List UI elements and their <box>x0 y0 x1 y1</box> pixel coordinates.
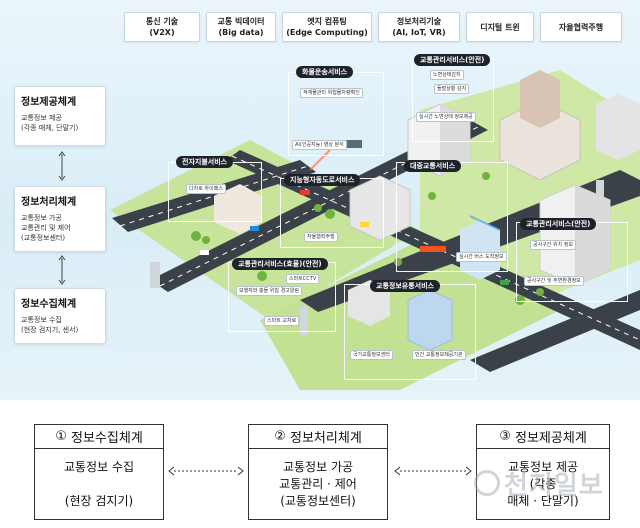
process-line: 교통정보 제공 <box>507 459 579 474</box>
vehicles <box>200 140 509 285</box>
signal-beam <box>309 149 331 171</box>
process-header: ② 정보처리체계 <box>249 425 387 449</box>
tech-edge-computing: 엣지 컴퓨팅 (Edge Computing) <box>282 12 372 42</box>
tag-construction: 공사구간 위치 정보 <box>530 240 576 250</box>
smart-traffic-illustration: 통신 기술 (V2X) 교통 빅데이터 (Big data) 엣지 컴퓨팅 (E… <box>0 0 640 400</box>
tag-smart-intersection: 스마트 교차로 <box>264 316 300 326</box>
tech-v2x: 통신 기술 (V2X) <box>124 12 200 42</box>
tag-cargo: 적재물관리 위험물차량확인 <box>300 88 363 98</box>
tag-construction-env: 공사구간 및 주변환경정보 <box>524 276 584 286</box>
tech-sub: (AI, IoT, VR) <box>392 28 446 37</box>
process-box-provide: ③ 정보제공체계 교통정보 제공 (각종 매체 · 단말기) <box>476 424 610 520</box>
tag-road-surface: 노면상태감지 <box>430 70 464 80</box>
tech-name: 정보처리기술 <box>396 17 442 26</box>
dotted-double-arrow-icon <box>168 466 244 476</box>
service-label-highway: 지능형자동도로서비스 <box>284 174 361 186</box>
service-label-transit: 대중교통서비스 <box>404 160 462 172</box>
tech-name: 통신 기술 <box>145 17 179 26</box>
road-bottom-right <box>470 290 640 372</box>
process-header: ① 정보수집체계 <box>35 425 163 449</box>
tag-incident: 돌발상황 감지 <box>434 84 470 94</box>
tag-pedestrian-warning: 보행자와 충돌 위험 경고알림 <box>236 286 302 296</box>
bridge-pillar <box>150 262 160 288</box>
left-card-title: 정보처리체계 <box>21 197 77 208</box>
process-title: 정보처리체계 <box>290 431 362 446</box>
dotted-double-arrow-icon <box>394 466 472 476</box>
left-card-collect: 정보수집체계 교통정보 수집 (현장 검지기, 센서) <box>14 288 106 344</box>
process-header: ③ 정보제공체계 <box>477 425 609 449</box>
left-card-process: 정보처리체계 교통정보 가공 교통관리 및 제어 (교통정보센터) <box>14 186 106 252</box>
tag-bus-arrival: 실시간 버스 도착정보 <box>456 252 507 262</box>
process-line <box>97 476 101 493</box>
process-body: 교통정보 제공 (각종 매체 · 단말기) <box>477 449 609 519</box>
bridge-pillar <box>300 306 308 336</box>
tech-ai-iot-vr: 정보처리기술 (AI, IoT, VR) <box>378 12 460 42</box>
tag-private-provider: 민간 교통정보제공기관 <box>412 350 466 360</box>
process-line: (교통정보센터) <box>280 493 356 508</box>
process-line: (각종 <box>529 476 557 491</box>
tag-hipass: 다차로 하이패스 <box>186 184 226 194</box>
tag-autonomous: 자율협력주행 <box>304 232 338 242</box>
trees <box>191 172 544 305</box>
tech-digital-twin: 디지털 트윈 <box>466 12 534 42</box>
left-card-desc: 교통정보 제공 (각종 매체, 단말기) <box>21 114 79 132</box>
service-frame-info <box>344 284 476 380</box>
city-scene <box>110 70 640 390</box>
process-body: 교통정보 가공 교통관리 · 제어 (교통정보센터) <box>249 449 387 519</box>
service-label-info: 교통정보유통서비스 <box>370 280 440 292</box>
left-card-provide: 정보제공체계 교통정보 제공 (각종 매체, 단말기) <box>14 86 106 146</box>
left-card-desc: 교통정보 가공 교통관리 및 제어 (교통정보센터) <box>21 214 71 242</box>
signal-beam <box>469 215 501 231</box>
tech-name: 자율협력주행 <box>558 22 604 32</box>
tech-name: 교통 빅데이터 <box>217 17 265 26</box>
process-line: 교통정보 가공 <box>282 459 354 474</box>
process-title: 정보제공체계 <box>515 431 587 446</box>
tech-autonomous: 자율협력주행 <box>540 12 622 42</box>
tech-sub: (V2X) <box>149 28 175 37</box>
tag-realtime-surface: 실시간 노면상태 정보제공 <box>416 112 476 122</box>
left-card-desc: 교통정보 수집 (현장 검지기, 센서) <box>21 316 79 334</box>
process-line: 매체 · 단말기) <box>507 493 579 508</box>
service-frame-safety-right <box>516 222 628 302</box>
tech-sub: (Big data) <box>218 28 264 37</box>
process-box-collect: ① 정보수집체계 교통정보 수집 (현장 검지기) <box>34 424 164 520</box>
double-arrow-icon <box>58 151 66 181</box>
tech-name: 엣지 컴퓨팅 <box>307 17 347 26</box>
process-box-process: ② 정보처리체계 교통정보 가공 교통관리 · 제어 (교통정보센터) <box>248 424 388 520</box>
left-card-title: 정보제공체계 <box>21 97 77 108</box>
service-label-safety-right: 교통관리서비스(안전) <box>520 218 597 230</box>
tech-sub: (Edge Computing) <box>286 28 368 37</box>
service-label-safety-top: 교통관리서비스(안전) <box>414 54 491 66</box>
tag-ai-video: AI(인공지능) 영상 분석 <box>292 140 347 150</box>
tag-national-center: 국가교통정보센터 <box>350 350 393 360</box>
process-number: ② <box>274 429 286 444</box>
process-title: 정보수집체계 <box>71 431 143 446</box>
service-label-freight: 화물운송서비스 <box>296 66 354 78</box>
tag-smart-cctv: 스마트CCTV <box>286 274 320 284</box>
lane-marking <box>119 165 309 227</box>
process-line: 교통관리 · 제어 <box>279 476 357 491</box>
tech-big-data: 교통 빅데이터 (Big data) <box>206 12 276 42</box>
service-label-payment: 전자지불서비스 <box>176 156 234 168</box>
service-label-efficiency: 교통관리서비스(효율)(안전) <box>232 258 328 270</box>
process-line: (현장 검지기) <box>64 493 134 508</box>
process-body: 교통정보 수집 (현장 검지기) <box>35 449 163 519</box>
tech-name: 디지털 트윈 <box>480 22 520 32</box>
process-number: ③ <box>499 429 511 444</box>
process-line: 교통정보 수집 <box>63 459 135 474</box>
double-arrow-icon <box>58 255 66 285</box>
left-card-title: 정보수집체계 <box>21 299 77 310</box>
process-number: ① <box>55 429 67 444</box>
